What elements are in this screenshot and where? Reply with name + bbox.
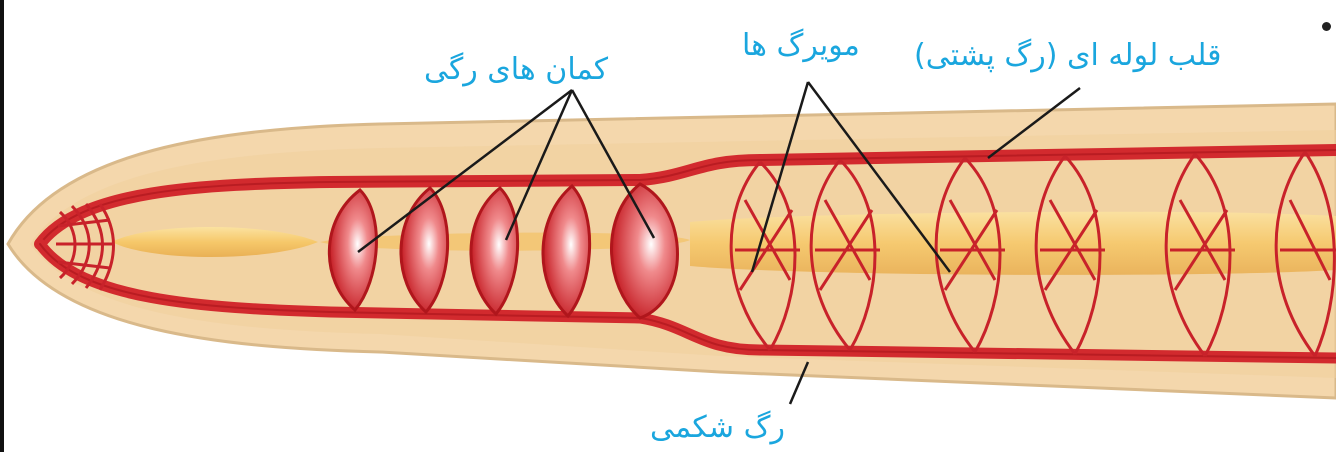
label-dorsal-vessel: قلب لوله ای (رگ پشتی) bbox=[914, 38, 1221, 74]
label-capillaries: مویرگ ها bbox=[742, 28, 860, 64]
gut-rear bbox=[690, 212, 1336, 275]
label-aortic-arches: کمان های رگی bbox=[424, 52, 608, 88]
label-ventral-vessel: رگ شکمی bbox=[650, 410, 785, 446]
